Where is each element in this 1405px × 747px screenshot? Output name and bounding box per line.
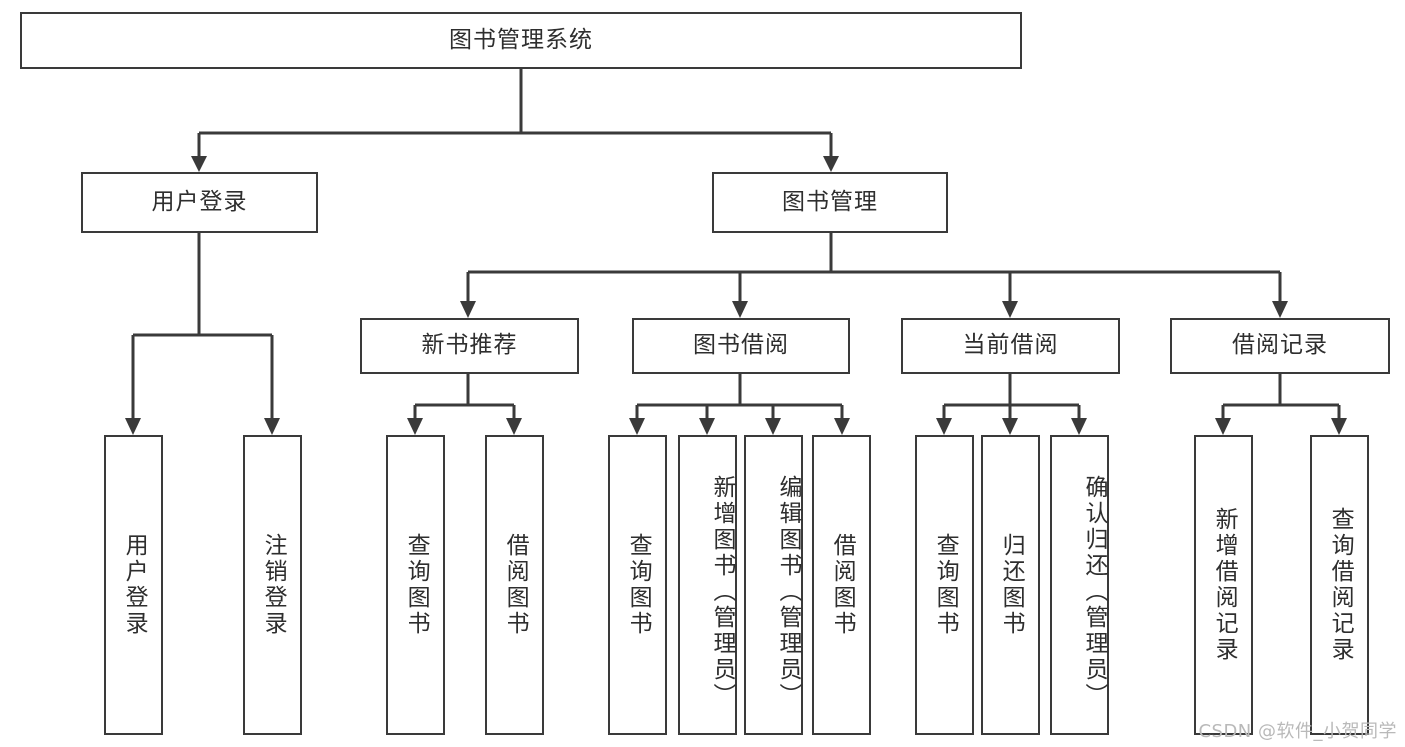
leaf-label: 查询图书 [625,533,652,637]
leaf-label: 借阅图书 [829,533,856,637]
leaf-label: 借阅图书 [502,533,529,637]
leaf-label: 查询图书 [932,533,959,637]
arrowhead-br-1 [1215,418,1231,435]
leaf-current-confirm-return-admin[interactable]: 确认归还（管理员） [1050,435,1109,735]
arrowhead-bb-3 [765,418,781,435]
leaf-label: 新增借阅记录 [1211,507,1238,663]
leaf-current-query-book[interactable]: 查询图书 [915,435,974,735]
leaf-record-query[interactable]: 查询借阅记录 [1310,435,1369,735]
leaf-user-login-signout[interactable]: 注销登录 [243,435,302,735]
arrowhead-cb-3 [1071,418,1087,435]
node-book-borrow[interactable]: 图书借阅 [632,318,850,374]
leaf-label: 确认归还（管理员） [1081,475,1107,709]
node-book-borrow-label: 图书借阅 [693,332,789,359]
node-book-management[interactable]: 图书管理 [712,172,948,233]
leaf-label: 新增图书（管理员） [709,475,735,709]
arrowhead-bb-1 [629,418,645,435]
leaf-borrow-add-book-admin[interactable]: 新增图书（管理员） [678,435,737,735]
arrowhead-user-login [191,156,207,172]
leaf-record-add[interactable]: 新增借阅记录 [1194,435,1253,735]
arrowhead-bb-4 [834,418,850,435]
leaf-label: 注销登录 [260,533,287,637]
arrowhead-bm-4 [1272,301,1288,318]
leaf-borrow-borrow-book[interactable]: 借阅图书 [812,435,871,735]
arrowhead-cb-2 [1002,418,1018,435]
node-borrow-record[interactable]: 借阅记录 [1170,318,1390,374]
arrowhead-br-2 [1331,418,1347,435]
node-root[interactable]: 图书管理系统 [20,12,1022,69]
leaf-label: 用户登录 [121,533,148,637]
leaf-label: 查询图书 [403,533,430,637]
arrowhead-nbr-1 [407,418,423,435]
arrowhead-cb-1 [936,418,952,435]
node-book-management-label: 图书管理 [782,188,878,215]
node-current-borrow-label: 当前借阅 [962,332,1059,359]
arrowhead-login-2 [264,418,280,435]
node-user-login[interactable]: 用户登录 [81,172,318,233]
leaf-borrow-edit-book-admin[interactable]: 编辑图书（管理员） [744,435,803,735]
leaf-new-book-query[interactable]: 查询图书 [386,435,445,735]
arrowhead-book-mgmt [823,156,839,172]
watermark-text: CSDN @软件_小贺同学 [1198,721,1397,742]
leaf-current-return-book[interactable]: 归还图书 [981,435,1040,735]
arrowhead-bm-1 [460,301,476,318]
node-new-book-recommend[interactable]: 新书推荐 [360,318,579,374]
arrowhead-nbr-2 [506,418,522,435]
leaf-label: 编辑图书（管理员） [775,475,801,709]
node-user-login-label: 用户登录 [151,188,248,215]
leaf-new-book-borrow[interactable]: 借阅图书 [485,435,544,735]
arrowhead-bb-2 [699,418,715,435]
leaf-borrow-query-book[interactable]: 查询图书 [608,435,667,735]
leaf-label: 查询借阅记录 [1327,507,1354,663]
leaf-label: 归还图书 [998,533,1025,637]
arrowhead-bm-2 [732,301,748,318]
leaf-user-login-signin[interactable]: 用户登录 [104,435,163,735]
node-borrow-record-label: 借阅记录 [1232,332,1328,359]
node-new-book-recommend-label: 新书推荐 [421,332,518,359]
node-current-borrow[interactable]: 当前借阅 [901,318,1120,374]
node-root-label: 图书管理系统 [449,26,593,53]
arrowhead-bm-3 [1002,301,1018,318]
arrowhead-login-1 [125,418,141,435]
